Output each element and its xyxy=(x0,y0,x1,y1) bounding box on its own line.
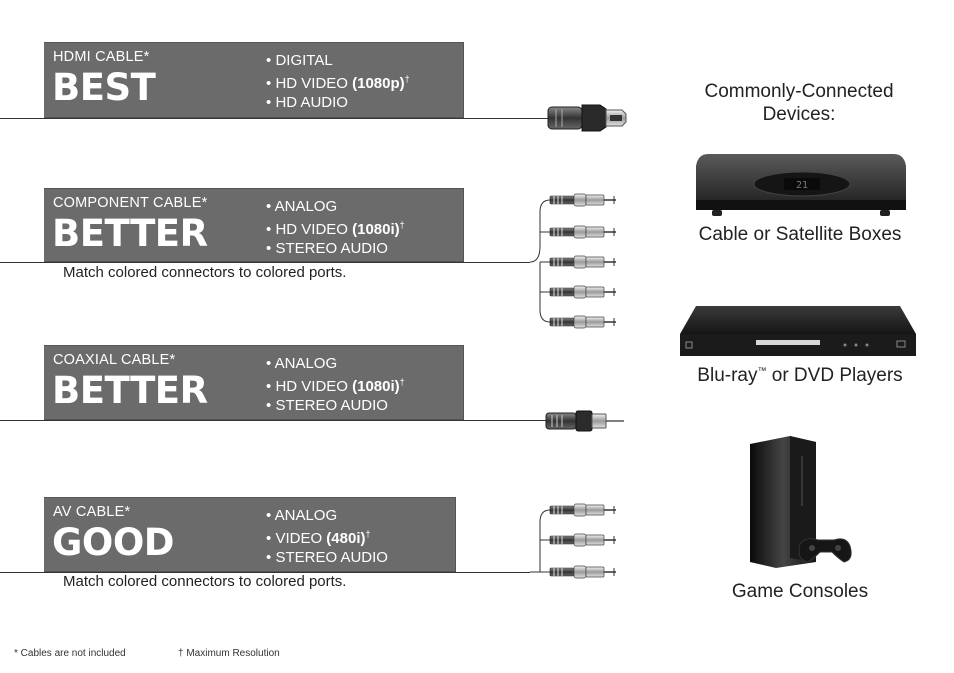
rca-plug-icon xyxy=(549,565,617,579)
component-cable-card: COMPONENT CABLE* BETTER • ANALOG • HD VI… xyxy=(44,188,464,262)
rca-plug-icon xyxy=(549,255,617,269)
feature-line: • ANALOG xyxy=(266,198,338,215)
feature-line: • VIDEO (480i)† xyxy=(266,529,371,547)
rca-plug-icon xyxy=(549,533,617,547)
bluray-player-image xyxy=(680,306,916,356)
feature-line: • ANALOG xyxy=(266,507,338,524)
footnote-cables: * Cables are not included xyxy=(14,648,126,659)
devices-heading: Commonly-Connected Devices: xyxy=(704,81,894,125)
av-cable-card: AV CABLE* GOOD • ANALOG • VIDEO (480i)† … xyxy=(44,497,456,572)
cable-grade: BETTER xyxy=(52,369,208,412)
av-rca-bundle xyxy=(530,503,617,579)
cable-box-display: 21 xyxy=(796,180,808,191)
feature-line: • ANALOG xyxy=(266,355,338,372)
component-rca-bundle xyxy=(529,193,617,329)
cable-grade: BETTER xyxy=(52,212,208,255)
cable-features: • ANALOG • VIDEO (480i)† • STEREO AUDIO xyxy=(266,506,388,567)
rca-plug-icon xyxy=(549,503,617,517)
connector-note: Match colored connectors to colored port… xyxy=(63,264,347,281)
connector-note: Match colored connectors to colored port… xyxy=(63,573,347,590)
cable-name: COAXIAL CABLE* xyxy=(53,352,176,368)
cable-box-image: 21 xyxy=(696,154,906,216)
rca-plug-icon xyxy=(549,193,617,207)
cable-box-label: Cable or Satellite Boxes xyxy=(698,224,902,245)
component-cable-wire xyxy=(0,262,530,263)
cable-grade: BEST xyxy=(52,66,156,109)
rca-plug-icon xyxy=(549,285,617,299)
bluray-label: Blu-ray™ or DVD Players xyxy=(697,365,903,386)
hdmi-plug-icon xyxy=(547,104,627,132)
feature-line: • HD AUDIO xyxy=(266,94,348,111)
hdmi-cable-wire xyxy=(0,118,552,119)
cable-name: AV CABLE* xyxy=(53,504,131,520)
rca-plug-icon xyxy=(549,315,617,329)
feature-line: • HD VIDEO (1080p)† xyxy=(266,74,410,92)
game-console-image xyxy=(750,436,852,568)
cable-features: • ANALOG • HD VIDEO (1080i)† • STEREO AU… xyxy=(266,354,405,415)
cable-features: • DIGITAL • HD VIDEO (1080p)† • HD AUDIO xyxy=(266,51,410,112)
game-console-label: Game Consoles xyxy=(731,581,869,602)
coaxial-cable-card: COAXIAL CABLE* BETTER • ANALOG • HD VIDE… xyxy=(44,345,464,420)
cable-features: • ANALOG • HD VIDEO (1080i)† • STEREO AU… xyxy=(266,197,405,258)
cable-name: COMPONENT CABLE* xyxy=(53,195,208,211)
av-cable-wire xyxy=(0,572,530,573)
footnote-resolution: † Maximum Resolution xyxy=(178,648,280,659)
hdmi-cable-card: HDMI CABLE* BEST • DIGITAL • HD VIDEO (1… xyxy=(44,42,464,118)
feature-line: • HD VIDEO (1080i)† xyxy=(266,220,405,238)
cable-name: HDMI CABLE* xyxy=(53,49,150,65)
coax-plug-icon xyxy=(545,410,624,432)
rca-plug-icon xyxy=(549,225,617,239)
feature-line: • STEREO AUDIO xyxy=(266,397,388,414)
coaxial-cable-wire xyxy=(0,420,546,421)
feature-line: • STEREO AUDIO xyxy=(266,549,388,566)
feature-line: • STEREO AUDIO xyxy=(266,240,388,257)
feature-line: • DIGITAL xyxy=(266,52,333,69)
feature-line: • HD VIDEO (1080i)† xyxy=(266,377,405,395)
cable-grade: GOOD xyxy=(52,521,175,564)
